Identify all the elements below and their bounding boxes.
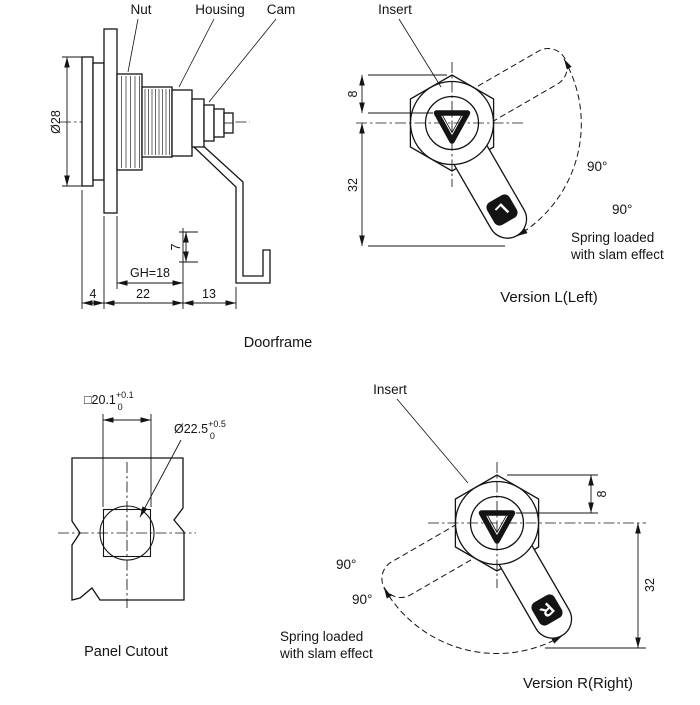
thread-section [141, 86, 173, 158]
spring-note-line2: with slam effect [570, 247, 664, 262]
version-l-caption: Version L(Left) [500, 289, 598, 306]
insert-label: Insert [373, 382, 407, 397]
rotation-arc [383, 587, 563, 654]
triangle-insert [433, 110, 471, 144]
version-r-caption: Version R(Right) [523, 675, 633, 692]
side-view-drawing: Nut Housing Cam [49, 2, 312, 351]
head-collar [92, 62, 105, 181]
version-l-drawing: L Insert 8 32 90° 90° Spring loaded with… [346, 2, 664, 306]
rotation-arc [516, 58, 582, 237]
grip-value: GH=18 [130, 266, 170, 280]
insert-leader-line [396, 398, 469, 484]
door-panel [103, 28, 118, 214]
square-cutout [102, 508, 152, 558]
offset-value: 7 [169, 243, 183, 250]
triangle-insert-inner [486, 514, 508, 534]
housing-part [171, 89, 193, 157]
angle-note-label: 90° [352, 592, 372, 607]
dim-32: 32 [346, 123, 505, 247]
offset-dimension: 7 [169, 231, 198, 263]
insert-label: Insert [378, 2, 412, 17]
nut-serration-lines [121, 76, 140, 168]
thread-lines [144, 89, 170, 155]
cam-bracket [193, 141, 271, 284]
triangle-insert [478, 510, 516, 544]
cam-label: Cam [267, 2, 296, 17]
version-r-drawing: R Insert 8 32 90° 90° Spring loaded with… [279, 382, 657, 692]
cam-hub [213, 108, 225, 138]
dim-32: 32 [545, 523, 657, 649]
handle-badge [486, 194, 518, 226]
doorframe-caption: Doorframe [244, 335, 313, 351]
panel-plate [71, 457, 185, 601]
dim-8: 8 [346, 74, 447, 114]
angle-note-label: 90° [612, 202, 632, 217]
spring-note-line1: Spring loaded [571, 230, 654, 245]
diameter-dimension: Ø28 [49, 56, 84, 187]
dim-32-value: 32 [643, 578, 657, 592]
cam-leader-line [208, 18, 277, 103]
spring-note-line1: Spring loaded [280, 629, 363, 644]
diameter-value: Ø28 [49, 110, 63, 134]
nut-part [116, 73, 143, 171]
dim-8: 8 [507, 474, 609, 514]
panel-cutout-caption: Panel Cutout [84, 644, 168, 660]
bottom-dimension-chain: 4 22 13 [81, 190, 237, 309]
housing-label: Housing [195, 2, 245, 17]
housing-collar [191, 98, 205, 148]
housing-leader-line [178, 18, 215, 88]
dim-32-value: 32 [346, 178, 360, 192]
nut-leader-line [127, 18, 139, 73]
head-lip [81, 56, 94, 187]
handle-badge [531, 594, 563, 626]
angle-arc-label: 90° [336, 557, 356, 572]
dim-13-value: 13 [202, 287, 216, 301]
grip-dimension: GH=18 [116, 216, 183, 289]
dim-22-value: 22 [136, 287, 150, 301]
spring-note-line2: with slam effect [279, 646, 373, 661]
insert-leader-line [398, 18, 442, 88]
angle-arc-label: 90° [587, 159, 607, 174]
dim-8-value: 8 [346, 90, 360, 97]
nut-label: Nut [130, 2, 151, 17]
dim-8-value: 8 [595, 490, 609, 497]
triangle-insert-inner [441, 114, 463, 134]
cam-spacer [203, 104, 215, 142]
circle-cutout [99, 505, 155, 561]
dim-4-value: 4 [90, 287, 97, 301]
